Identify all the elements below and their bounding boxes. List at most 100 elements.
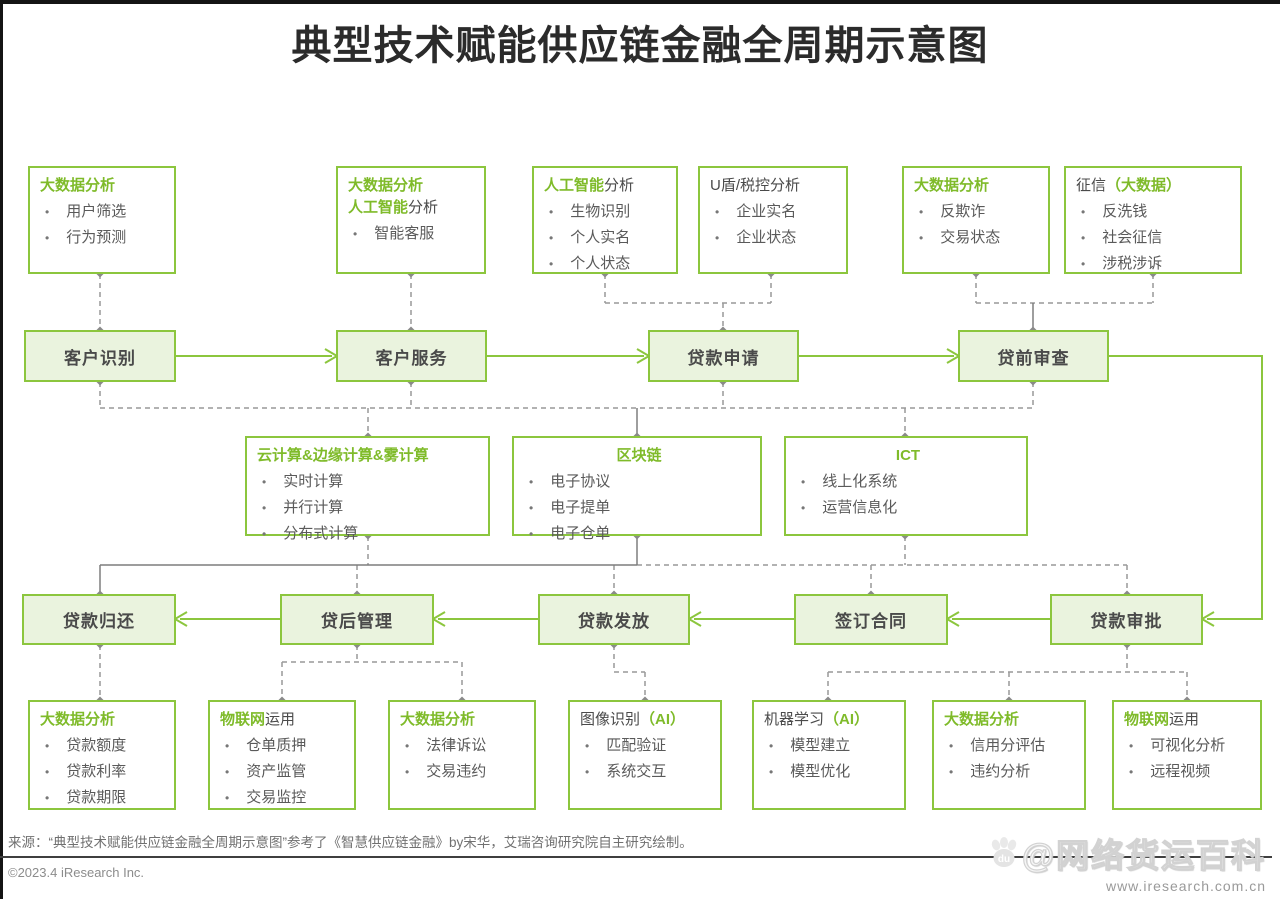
tech-box-bigdata-ai-service: 大数据分析人工智能分析智能客服	[336, 166, 486, 274]
page-title: 典型技术赋能供应链金融全周期示意图	[291, 24, 989, 68]
tech-box-item: 电子仓单	[524, 521, 754, 547]
tech-box-title: 征信（大数据）	[1076, 177, 1182, 194]
tech-box-item-list: 反洗钱社会征信涉税涉诉	[1076, 199, 1234, 277]
tech-box-item-list: 实时计算并行计算分布式计算	[257, 469, 482, 547]
tech-box-item: 交易状态	[914, 225, 1042, 251]
top-border-bar	[0, 0, 1280, 4]
baidu-paw-icon: du	[991, 837, 1017, 867]
process-box-preloan-review: 贷前审查	[958, 330, 1109, 382]
process-flow-arrows	[173, 348, 1263, 627]
tech-box-item: 交易违约	[400, 759, 528, 785]
tech-box-item-list: 企业实名企业状态	[710, 199, 840, 251]
tech-box-item: 行为预测	[40, 225, 168, 251]
tech-box-item: 涉税涉诉	[1076, 251, 1234, 277]
tech-box-item: 生物识别	[544, 199, 670, 225]
watermark: du @网络货运百科 www.iresearch.com.cn	[986, 829, 1266, 894]
tech-box-bigdata-customer-id: 大数据分析用户筛选行为预测	[28, 166, 176, 274]
tech-box-item: 个人状态	[544, 251, 670, 277]
tech-box-item: 用户筛选	[40, 199, 168, 225]
tech-box-bigdata-antifraud: 大数据分析反欺诈交易状态	[902, 166, 1050, 274]
tech-box-title: 大数据分析	[914, 177, 990, 194]
watermark-handle: @网络货运百科	[1021, 836, 1266, 874]
tech-box-item-list: 可视化分析远程视频	[1124, 733, 1254, 785]
tech-box-bigdata-loan-terms: 大数据分析贷款额度贷款利率贷款期限	[28, 700, 176, 810]
solid-connectors	[99, 303, 1034, 594]
tech-box-iot-visual: 物联网运用可视化分析远程视频	[1112, 700, 1262, 810]
tech-box-item: 实时计算	[257, 469, 482, 495]
tech-box-title: 物联网运用	[220, 711, 296, 728]
tech-box-blockchain: 区块链电子协议电子提单电子仓单	[512, 436, 762, 542]
process-box-contract-signing: 签订合同	[794, 594, 948, 645]
tech-box-item: 交易监控	[220, 785, 348, 811]
copyright-text: ©2023.4 iResearch Inc.	[8, 865, 145, 880]
tech-box-ict: ICT 线上化系统运营信息化	[784, 436, 1028, 536]
tech-box-title: 云计算&边缘计算&雾计算	[257, 447, 429, 464]
tech-box-item: 反洗钱	[1076, 199, 1234, 225]
tech-box-item: 贷款额度	[40, 733, 168, 759]
tech-box-iot-monitoring: 物联网运用仓单质押资产监管交易监控	[208, 700, 356, 810]
tech-box-item-list: 模型建立模型优化	[764, 733, 898, 785]
tech-box-cloud-edge-fog-computing: 云计算&边缘计算&雾计算实时计算并行计算分布式计算	[245, 436, 490, 542]
left-border-bar	[0, 0, 3, 899]
footer-divider	[0, 856, 1272, 858]
tech-box-item: 法律诉讼	[400, 733, 528, 759]
tech-box-machine-learning-ai: 机器学习（AI） 模型建立模型优化	[752, 700, 906, 810]
tech-box-item-list: 法律诉讼交易违约	[400, 733, 528, 785]
tech-box-item: 电子协议	[524, 469, 754, 495]
tech-box-item-list: 生物识别个人实名个人状态	[544, 199, 670, 277]
tech-box-title: U盾/税控分析	[710, 177, 801, 194]
tech-box-ai-analysis: 人工智能分析生物识别个人实名个人状态	[532, 166, 678, 274]
process-box-loan-application: 贷款申请	[648, 330, 799, 382]
tech-box-image-recognition-ai: 图像识别（AI） 匹配验证系统交互	[568, 700, 722, 810]
tech-box-title: 大数据分析	[400, 711, 476, 728]
tech-box-item-list: 线上化系统运营信息化	[796, 469, 1020, 521]
tech-box-item: 模型优化	[764, 759, 898, 785]
tech-box-item: 信用分评估	[944, 733, 1078, 759]
tech-box-item: 社会征信	[1076, 225, 1234, 251]
tech-box-item: 远程视频	[1124, 759, 1254, 785]
tech-box-title: 图像识别（AI）	[580, 711, 686, 728]
tech-box-item: 仓单质押	[220, 733, 348, 759]
tech-box-item: 运营信息化	[796, 495, 1020, 521]
source-note: 来源：“典型技术赋能供应链金融全周期示意图”参考了《智慧供应链金融》by宋华，艾…	[8, 835, 693, 850]
tech-box-item: 系统交互	[580, 759, 714, 785]
svg-text:du: du	[998, 854, 1010, 865]
tech-box-item-list: 反欺诈交易状态	[914, 199, 1042, 251]
tech-box-item-list: 匹配验证系统交互	[580, 733, 714, 785]
tech-box-item: 线上化系统	[796, 469, 1020, 495]
process-box-loan-approval: 贷款审批	[1050, 594, 1203, 645]
tech-box-item-list: 仓单质押资产监管交易监控	[220, 733, 348, 811]
tech-box-item: 智能客服	[348, 221, 478, 247]
process-box-postloan-management: 贷后管理	[280, 594, 434, 645]
tech-box-title: 大数据分析	[40, 177, 116, 194]
tech-box-credit-bigdata: 征信（大数据） 反洗钱社会征信涉税涉诉	[1064, 166, 1242, 274]
process-box-customer-identification: 客户识别	[24, 330, 176, 382]
tech-box-item: 个人实名	[544, 225, 670, 251]
tech-box-title: 机器学习（AI）	[764, 711, 870, 728]
dashed-connectors	[99, 274, 1188, 700]
tech-box-item: 分布式计算	[257, 521, 482, 547]
process-box-loan-repayment: 贷款归还	[22, 594, 176, 645]
tech-box-item-list: 贷款额度贷款利率贷款期限	[40, 733, 168, 811]
tech-box-title: ICT	[895, 447, 921, 464]
tech-box-item-list: 智能客服	[348, 221, 478, 247]
tech-box-item: 资产监管	[220, 759, 348, 785]
tech-box-item-list: 电子协议电子提单电子仓单	[524, 469, 754, 547]
tech-box-title: 大数据分析人工智能分析	[348, 177, 439, 216]
tech-box-item: 企业状态	[710, 225, 840, 251]
tech-box-item: 企业实名	[710, 199, 840, 225]
tech-box-item: 贷款期限	[40, 785, 168, 811]
tech-box-item: 并行计算	[257, 495, 482, 521]
tech-box-title: 物联网运用	[1124, 711, 1200, 728]
watermark-url: www.iresearch.com.cn	[1105, 878, 1266, 894]
tech-box-title: 大数据分析	[944, 711, 1020, 728]
process-box-customer-service: 客户服务	[336, 330, 487, 382]
tech-box-bigdata-credit-score: 大数据分析信用分评估违约分析	[932, 700, 1086, 810]
tech-box-item-list: 信用分评估违约分析	[944, 733, 1078, 785]
tech-box-title: 区块链	[616, 447, 662, 464]
tech-box-item: 贷款利率	[40, 759, 168, 785]
tech-box-bigdata-legal: 大数据分析法律诉讼交易违约	[388, 700, 536, 810]
tech-box-item: 可视化分析	[1124, 733, 1254, 759]
